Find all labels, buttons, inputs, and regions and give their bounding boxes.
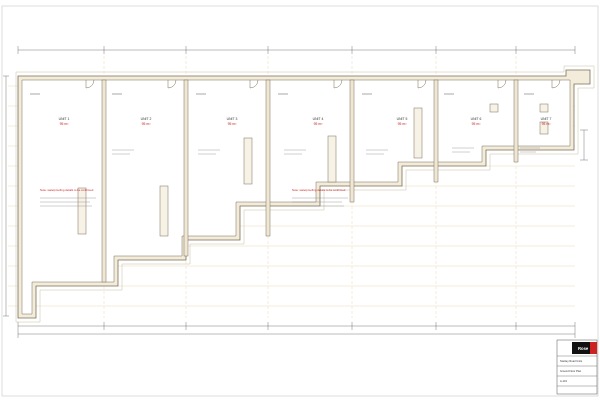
annotation-blocks bbox=[40, 147, 540, 207]
unit-label: UNIT 7 bbox=[541, 117, 552, 121]
door-marks bbox=[85, 79, 561, 89]
unit-area: 95 m² bbox=[142, 122, 152, 126]
unit-label: UNIT 5 bbox=[397, 117, 408, 121]
unit-area: 95 m² bbox=[60, 122, 70, 126]
sheet-title: Ground Floor Plan bbox=[560, 369, 582, 373]
logo-text: Rose bbox=[578, 346, 589, 351]
unit-area: 95 m² bbox=[472, 122, 482, 126]
unit-label: UNIT 3 bbox=[227, 117, 238, 121]
footing-outline bbox=[15, 65, 595, 323]
top-dimension-chain bbox=[17, 46, 576, 54]
logo-accent bbox=[590, 342, 597, 354]
title-block: Rose Stanley Road Units Ground Floor Pla… bbox=[556, 339, 598, 395]
interior-wall-line bbox=[21, 79, 571, 315]
unit-label: UNIT 2 bbox=[141, 117, 152, 121]
unit-label: UNIT 6 bbox=[471, 117, 482, 121]
project-name: Stanley Road Units bbox=[560, 359, 583, 363]
red-note-left: Note: waterproofing details to be confir… bbox=[40, 188, 94, 192]
fixtures bbox=[77, 103, 549, 237]
sheet-border bbox=[1, 5, 599, 397]
unit-label: UNIT 4 bbox=[313, 117, 324, 121]
unit-area: 95 m² bbox=[314, 122, 324, 126]
drawing-number: A-101 bbox=[560, 379, 567, 383]
unit-area: 95 m² bbox=[542, 122, 552, 126]
bottom-dimension-chain bbox=[17, 322, 576, 338]
right-dimension-chain bbox=[580, 129, 588, 161]
left-dimension-chain bbox=[3, 75, 9, 317]
unit-labels: UNIT 1 95 m² UNIT 2 95 m² UNIT 3 95 m² U… bbox=[59, 117, 552, 126]
red-note-center: Note: waterproofing details to be confir… bbox=[292, 188, 346, 192]
unit-area: 95 m² bbox=[228, 122, 238, 126]
party-walls bbox=[101, 79, 519, 283]
unit-area: 95 m² bbox=[398, 122, 408, 126]
unit-label: UNIT 1 bbox=[59, 117, 70, 121]
